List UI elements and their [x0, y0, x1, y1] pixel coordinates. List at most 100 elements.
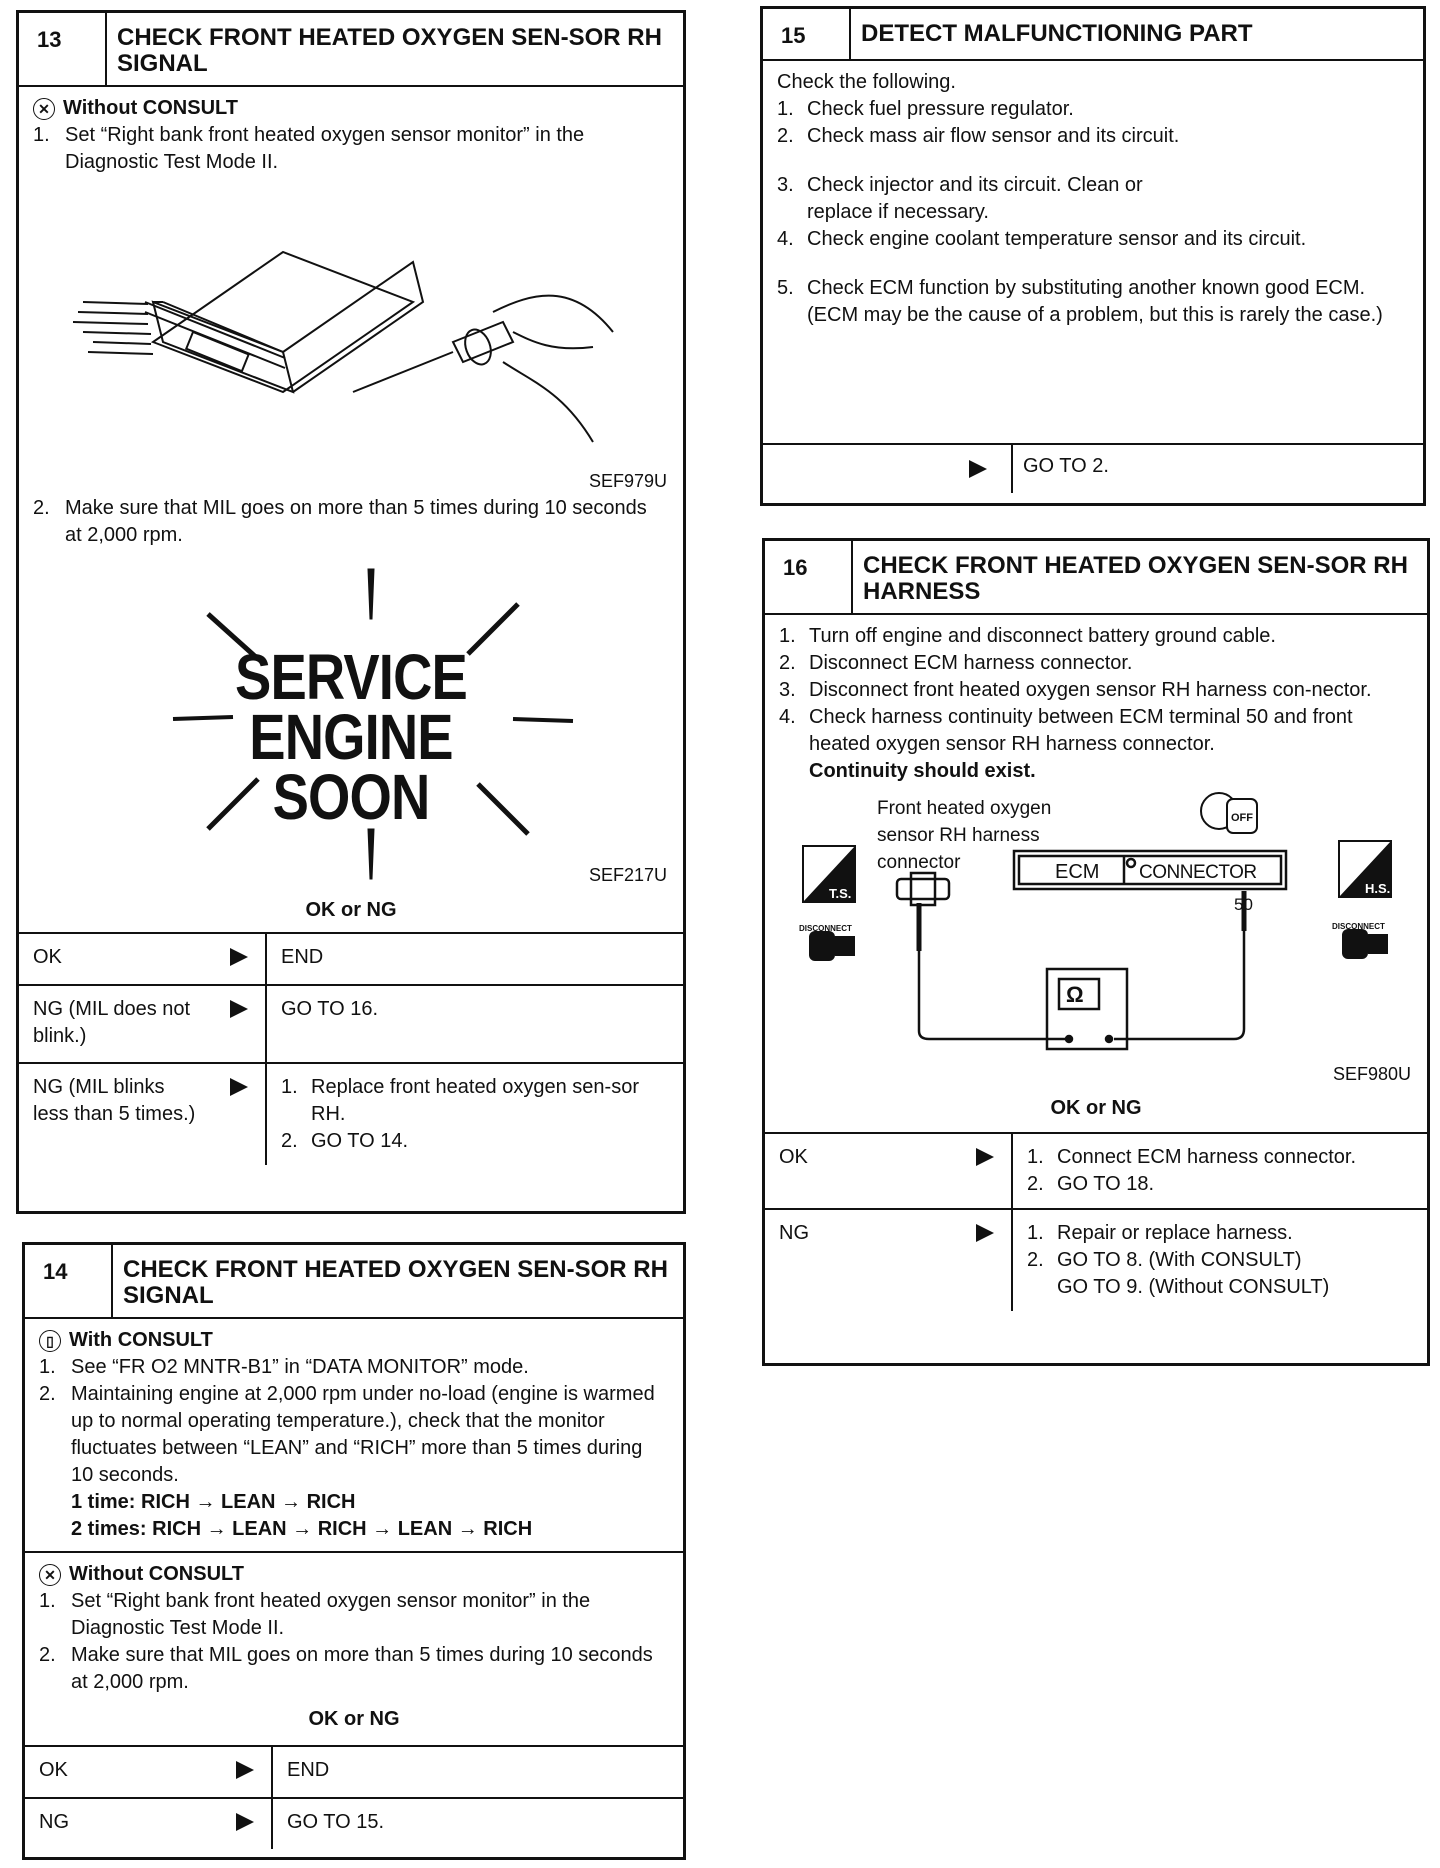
off-key-label: OFF [1231, 812, 1253, 824]
step-text: Maintaining engine at 2,000 rpm under no… [71, 1383, 655, 1486]
diagram-lines [802, 792, 1392, 1051]
action-step: GO TO 14. [311, 1130, 409, 1152]
result-table: OK 1.Connect ECM harness connector. 2.GO… [765, 1132, 1427, 1311]
step-1: 1. Set “Right bank front heated oxygen s… [39, 1588, 669, 1642]
ok-or-ng-label: OK or NG [1050, 1097, 1142, 1119]
step-3: 3.Disconnect front heated oxygen sensor … [779, 677, 1413, 704]
step-2: 2. Make sure that MIL goes on more than … [39, 1642, 669, 1696]
step-text: Set “Right bank front heated oxygen sens… [71, 1590, 591, 1639]
section-13-body: ✕ Without CONSULT 1. Set “Right bank fro… [19, 87, 683, 924]
step-1: 1. Set “Right bank front heated oxygen s… [33, 122, 669, 176]
arrow-icon [219, 1797, 273, 1849]
arrow-icon [219, 1745, 273, 1798]
result-condition: OK [19, 932, 213, 985]
section-title: CHECK FRONT HEATED OXYGEN SEN-SOR RH SIG… [123, 1256, 668, 1309]
without-consult-block: ✕ Without CONSULT 1. Set “Right bank fro… [25, 1553, 683, 1733]
ecm-screwdriver-illustration [72, 250, 614, 443]
table-row: OK 1.Connect ECM harness connector. 2.GO… [765, 1132, 1427, 1209]
consult-icon: ▯ [39, 1329, 61, 1352]
step-2-text: Make sure that MIL goes on more than 5 t… [65, 497, 647, 546]
result-table: OK END NG GO TO 15. [25, 1745, 683, 1849]
action-step: GO TO 8. (With CONSULT) [1057, 1249, 1302, 1271]
section-13: 13 CHECK FRONT HEATED OXYGEN SEN-SOR RH … [16, 10, 686, 1214]
continuity-note: Continuity should exist. [809, 760, 1036, 782]
step-1: 1.Turn off engine and disconnect battery… [779, 623, 1413, 650]
section-title: CHECK FRONT HEATED OXYGEN SEN-SOR RH SIG… [117, 24, 662, 77]
step-5: 5.Check ECM function by substituting ano… [777, 275, 1409, 329]
ohm-icon: Ω [1066, 982, 1084, 1007]
step-3: 3.Check injector and its circuit. Clean … [777, 172, 1409, 226]
step-text: Disconnect front heated oxygen sensor RH… [809, 679, 1372, 701]
mode-label: Without CONSULT [63, 97, 238, 119]
result-action: END [272, 1745, 683, 1798]
section-13-header: 13 CHECK FRONT HEATED OXYGEN SEN-SOR RH … [19, 13, 683, 87]
step-text: Turn off engine and disconnect battery g… [809, 625, 1276, 647]
result-action: 1.Connect ECM harness connector. 2.GO TO… [1012, 1132, 1427, 1209]
section-16-body: 1.Turn off engine and disconnect battery… [765, 615, 1427, 1122]
service-engine-soon-lamp: SERVICE ENGINE SOON SEF217U [33, 559, 669, 889]
hs-label: H.S. [1365, 881, 1391, 896]
result-action: END [266, 932, 683, 985]
with-consult-block: ▯ With CONSULT 1. See “FR O2 MNTR-B1” in… [25, 1319, 683, 1553]
sequence-1: 1 time: RICH → LEAN → RICH [71, 1491, 356, 1513]
mode-label: With CONSULT [69, 1329, 213, 1351]
arrow-icon [763, 445, 1013, 493]
table-row: NG (MIL does not blink.) GO TO 16. [19, 984, 683, 1063]
result-condition: NG [765, 1208, 959, 1311]
action-step: Repair or replace harness. [1057, 1222, 1293, 1244]
section-number: 15 [763, 9, 851, 59]
sensor-connector-label: Front heated oxygen sensor RH harness co… [877, 798, 1052, 873]
step-1-text: Set “Right bank front heated oxygen sens… [65, 124, 585, 173]
action-step: GO TO 9. (Without CONSULT) [1057, 1276, 1330, 1298]
continuity-diagram: Front heated oxygen sensor RH harness co… [779, 791, 1413, 1091]
step-2: 2.Disconnect ECM harness connector. [779, 650, 1413, 677]
step-2: 2. Maintaining engine at 2,000 rpm under… [39, 1381, 669, 1489]
section-number: 16 [765, 541, 853, 613]
arrow-icon [213, 1062, 267, 1165]
without-consult-heading: ✕ Without CONSULT [33, 95, 669, 122]
arrow-icon [959, 1132, 1013, 1209]
step-text: Check fuel pressure regulator. [807, 98, 1074, 120]
lamp-rays [172, 568, 574, 880]
step-text: Check harness continuity between ECM ter… [809, 706, 1353, 755]
disconnect-label-right: DISCONNECT [1332, 922, 1385, 931]
step-text: See “FR O2 MNTR-B1” in “DATA MONITOR” mo… [71, 1356, 529, 1378]
without-consult-heading: ✕ Without CONSULT [39, 1561, 669, 1588]
result-condition: OK [765, 1132, 959, 1209]
goto-action: GO TO 2. [1023, 455, 1109, 477]
terminal-label: 50 [1234, 895, 1253, 914]
step-text: Check ECM function by substituting anoth… [807, 277, 1383, 326]
with-consult-heading: ▯ With CONSULT [39, 1327, 669, 1354]
section-15: 15 DETECT MALFUNCTIONING PART Check the … [760, 6, 1426, 506]
table-row: NG (MIL blinks less than 5 times.) 1.Rep… [19, 1062, 683, 1165]
step-text: Check mass air flow sensor and its circu… [807, 125, 1180, 147]
result-condition: NG [25, 1797, 219, 1849]
figure-ref-2: SEF217U [588, 865, 667, 885]
section-16: 16 CHECK FRONT HEATED OXYGEN SEN-SOR RH … [762, 538, 1430, 1366]
ok-or-ng-label: OK or NG [308, 1708, 400, 1730]
arrow-icon [959, 1208, 1013, 1311]
action-step: Replace front heated oxygen sen-sor RH. [311, 1076, 639, 1125]
section-title: DETECT MALFUNCTIONING PART [861, 20, 1253, 47]
table-row: OK END [19, 932, 683, 985]
result-action: 1.Replace front heated oxygen sen-sor RH… [266, 1062, 683, 1165]
section-14: 14 CHECK FRONT HEATED OXYGEN SEN-SOR RH … [22, 1242, 686, 1860]
figure-ref-1: SEF979U [588, 471, 667, 491]
section-number: 13 [19, 13, 107, 85]
result-action: GO TO 15. [272, 1797, 683, 1849]
goto-row: GO TO 2. [763, 445, 1423, 493]
figure-ref: SEF980U [1332, 1064, 1411, 1084]
lamp-line-2: ENGINE [249, 701, 453, 773]
connector-label: CONNECTOR [1139, 862, 1257, 883]
section-16-header: 16 CHECK FRONT HEATED OXYGEN SEN-SOR RH … [765, 541, 1427, 615]
step-text: Disconnect ECM harness connector. [809, 652, 1133, 674]
step-text: Check engine coolant temperature sensor … [807, 228, 1307, 250]
lamp-line-3: SOON [272, 761, 431, 833]
disconnect-label-left: DISCONNECT [799, 924, 852, 933]
arrow-icon [213, 932, 267, 985]
step-4: 4.Check harness continuity between ECM t… [779, 704, 1413, 758]
section-15-header: 15 DETECT MALFUNCTIONING PART [763, 9, 1423, 61]
table-row: NG GO TO 15. [25, 1797, 683, 1849]
section-15-body: Check the following. 1.Check fuel pressu… [763, 61, 1423, 445]
step-text: Check injector and its circuit. Clean or… [807, 174, 1143, 223]
